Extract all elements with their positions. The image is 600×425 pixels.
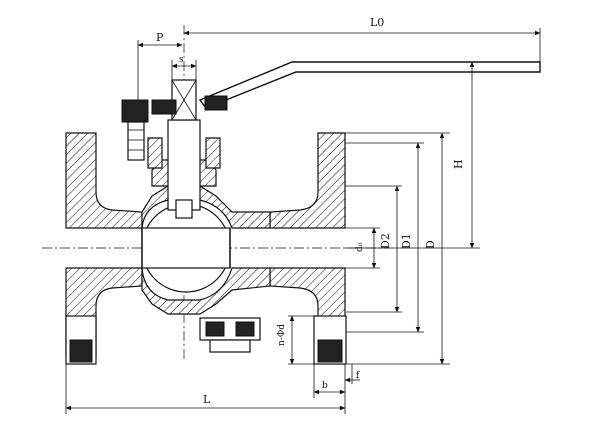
dim-label-d0: d₀ <box>355 242 365 252</box>
lever-handle <box>198 61 541 111</box>
stem-assembly <box>147 79 221 219</box>
dim-label-H: H <box>452 159 465 169</box>
dim-label-s: s <box>179 55 184 65</box>
dim-label-D2: D2 <box>379 233 392 249</box>
dim-label-P: P <box>156 31 164 44</box>
dim-label-L: L <box>203 393 211 406</box>
right-flange <box>269 132 347 365</box>
left-flange <box>65 132 143 365</box>
dim-label-f: f <box>356 371 360 381</box>
drain-plug <box>199 317 261 353</box>
dim-label-L0: L0 <box>370 16 384 29</box>
dim-label-D: D <box>424 240 437 249</box>
dim-label-b: b <box>322 381 328 391</box>
dim-label-D1: D1 <box>400 233 413 249</box>
gland-bolt <box>121 99 177 161</box>
dim-label-n-phi-d: n-Φd <box>277 324 287 346</box>
valve-body <box>141 185 271 315</box>
